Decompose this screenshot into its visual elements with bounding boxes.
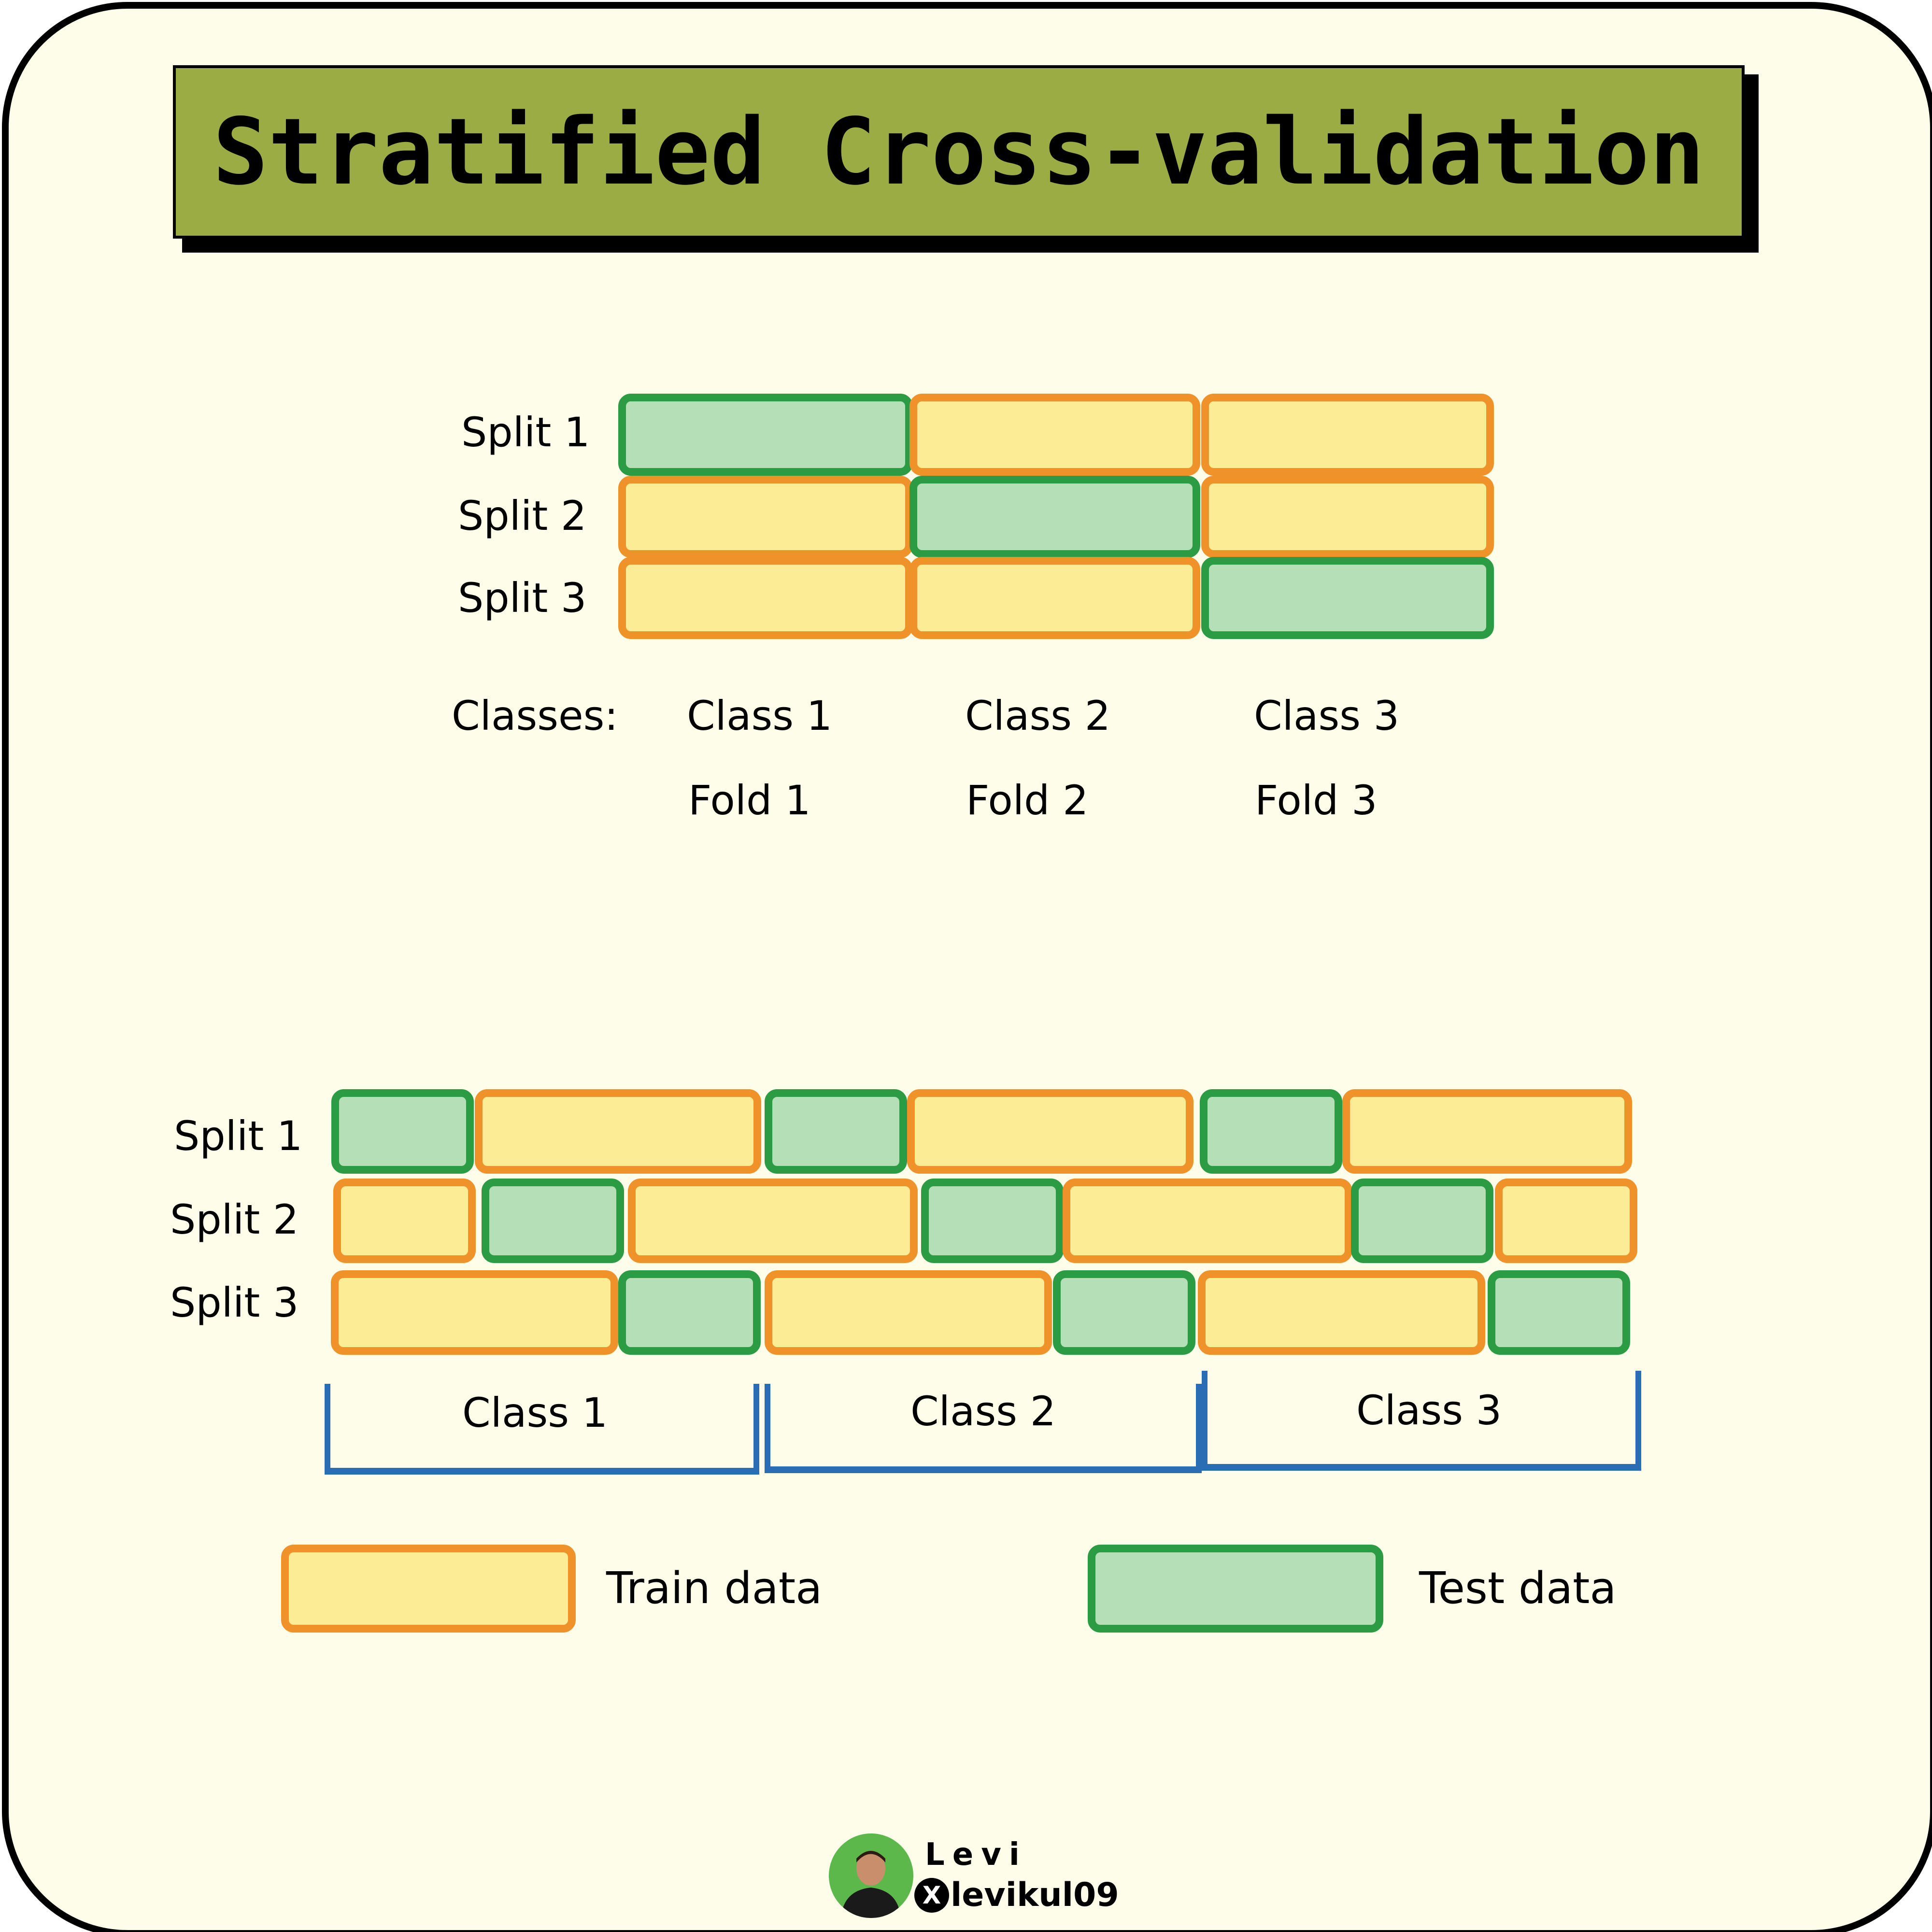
top-class-label-2: Class 2 xyxy=(965,692,1111,739)
bottom-cell-split1-3-test xyxy=(765,1089,907,1174)
top-class-label-3: Class 3 xyxy=(1254,692,1400,739)
title-banner: Stratified Cross-validation xyxy=(173,65,1745,239)
bottom-cell-split2-2-test xyxy=(482,1179,624,1263)
top-cell-split3-class2-train xyxy=(909,557,1200,639)
bottom-cell-split1-5-test xyxy=(1200,1089,1342,1174)
fold-label-2: Fold 2 xyxy=(966,777,1089,824)
bottom-cell-split1-4-train xyxy=(907,1089,1193,1174)
class-bracket-3 xyxy=(1202,1371,1641,1471)
bottom-cell-split2-1-train xyxy=(333,1179,476,1263)
bottom-cell-split2-5-train xyxy=(1063,1179,1352,1263)
classes-label: Classes: xyxy=(452,692,618,739)
top-split-label-1: Split 1 xyxy=(461,409,590,456)
bottom-cell-split2-4-test xyxy=(921,1179,1064,1263)
top-cell-split3-class3-test xyxy=(1201,557,1494,639)
bottom-cell-split1-1-test xyxy=(331,1089,474,1174)
bottom-cell-split2-7-train xyxy=(1495,1179,1637,1263)
bottom-cell-split3-6-test xyxy=(1488,1270,1630,1355)
legend-test-label: Test data xyxy=(1419,1563,1617,1614)
fold-label-1: Fold 1 xyxy=(688,777,811,824)
top-split-label-3: Split 3 xyxy=(458,574,587,622)
bottom-split-label-3: Split 3 xyxy=(170,1279,299,1326)
bottom-cell-split3-4-test xyxy=(1053,1270,1195,1355)
top-cell-split1-class2-train xyxy=(909,394,1200,476)
top-cell-split2-class3-train xyxy=(1201,476,1494,558)
bottom-cell-split3-1-train xyxy=(331,1270,618,1355)
bottom-cell-split2-6-test xyxy=(1351,1179,1493,1263)
bottom-cell-split3-2-test xyxy=(618,1270,761,1355)
legend-train-label: Train data xyxy=(606,1563,823,1614)
author-handle: levikul09 xyxy=(951,1876,1119,1914)
top-cell-split1-class1-test xyxy=(618,394,913,476)
bottom-split-label-1: Split 1 xyxy=(174,1112,303,1160)
bottom-split-label-2: Split 2 xyxy=(170,1196,299,1243)
top-cell-split3-class1-train xyxy=(618,557,913,639)
top-cell-split1-class3-train xyxy=(1201,394,1494,476)
legend-train-swatch xyxy=(281,1545,576,1633)
author-avatar xyxy=(829,1833,913,1918)
person-icon xyxy=(829,1833,913,1918)
class-bracket-1 xyxy=(325,1384,759,1475)
author-name: Levi xyxy=(925,1837,1027,1873)
legend-test-swatch xyxy=(1088,1545,1383,1633)
class-bracket-2 xyxy=(765,1384,1202,1473)
top-split-label-2: Split 2 xyxy=(458,492,587,540)
bottom-cell-split3-5-train xyxy=(1198,1270,1485,1355)
bottom-class-label-2: Class 2 xyxy=(910,1388,1056,1435)
page-title: Stratified Cross-validation xyxy=(213,99,1705,205)
bottom-cell-split2-3-train xyxy=(628,1179,918,1263)
bottom-class-label-3: Class 3 xyxy=(1356,1387,1502,1434)
top-class-label-1: Class 1 xyxy=(687,692,833,739)
x-logo-icon: X xyxy=(914,1878,949,1913)
fold-label-3: Fold 3 xyxy=(1255,777,1378,824)
bottom-cell-split1-2-train xyxy=(475,1089,761,1174)
bottom-cell-split1-6-train xyxy=(1342,1089,1632,1174)
bottom-class-label-1: Class 1 xyxy=(462,1389,608,1436)
top-cell-split2-class2-test xyxy=(909,476,1200,558)
top-cell-split2-class1-train xyxy=(618,476,913,558)
bottom-cell-split3-3-train xyxy=(765,1270,1052,1355)
